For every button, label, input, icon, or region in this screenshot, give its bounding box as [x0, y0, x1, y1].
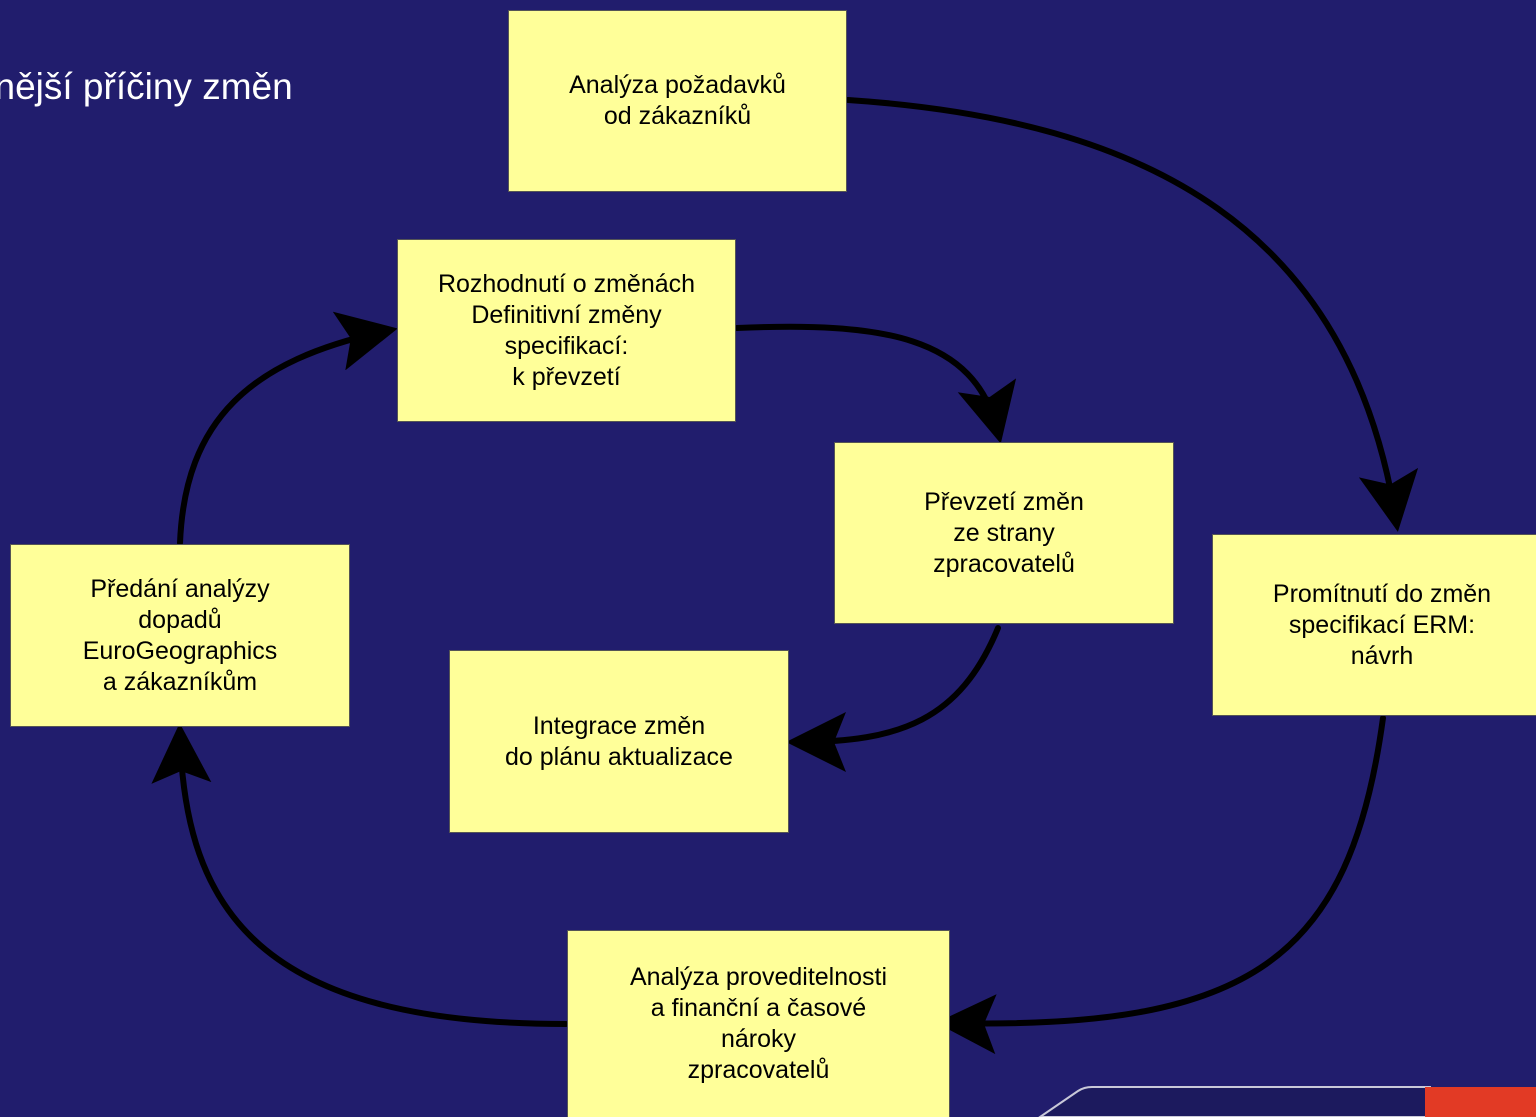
box-change-decision-text: Rozhodnutí o změnách Definitivní změny s… [437, 269, 696, 391]
box-change-decision: Rozhodnutí o změnách Definitivní změny s… [397, 239, 736, 422]
box-feasibility-analysis-text: Analýza proveditelnosti a finanční a čas… [629, 963, 888, 1084]
box-customer-requirements: Analýza požadavků od zákazníků [508, 10, 847, 192]
box-feasibility-analysis: Analýza proveditelnosti a finanční a čas… [567, 930, 950, 1117]
box-erm-projection: Promítnutí do změn specifikací ERM: návr… [1212, 534, 1536, 716]
arrow-erm-to-feasibility [936, 715, 1386, 1055]
box-impact-handover-text: Předání analýzy dopadů EuroGeographics a… [82, 574, 278, 696]
corner-logo-graphic [1038, 1086, 1536, 1117]
box-erm-projection-text: Promítnutí do změn specifikací ERM: návr… [1272, 579, 1492, 670]
arrow-feasibility-to-handover [151, 723, 569, 1027]
arrow-requirements-to-erm [845, 97, 1419, 532]
box-update-plan-integration: Integrace změn do plánu aktualizace [449, 650, 789, 833]
box-change-adoption: Převzetí změn ze strany zpracovatelů [834, 442, 1174, 624]
box-update-plan-integration-text: Integrace změn do plánu aktualizace [505, 711, 733, 771]
arrow-handover-to-decision [177, 311, 398, 546]
corner-logo [1030, 1085, 1536, 1117]
arrow-adoption-to-integration [786, 625, 1001, 772]
slide-title: ynější příčiny změn [0, 66, 293, 107]
arrow-decision-to-adoption [734, 323, 1017, 444]
box-customer-requirements-text: Analýza požadavků od zákazníků [569, 71, 786, 130]
box-change-adoption-text: Převzetí změn ze strany zpracovatelů [924, 487, 1084, 578]
box-impact-handover: Předání analýzy dopadů EuroGeographics a… [10, 544, 350, 727]
